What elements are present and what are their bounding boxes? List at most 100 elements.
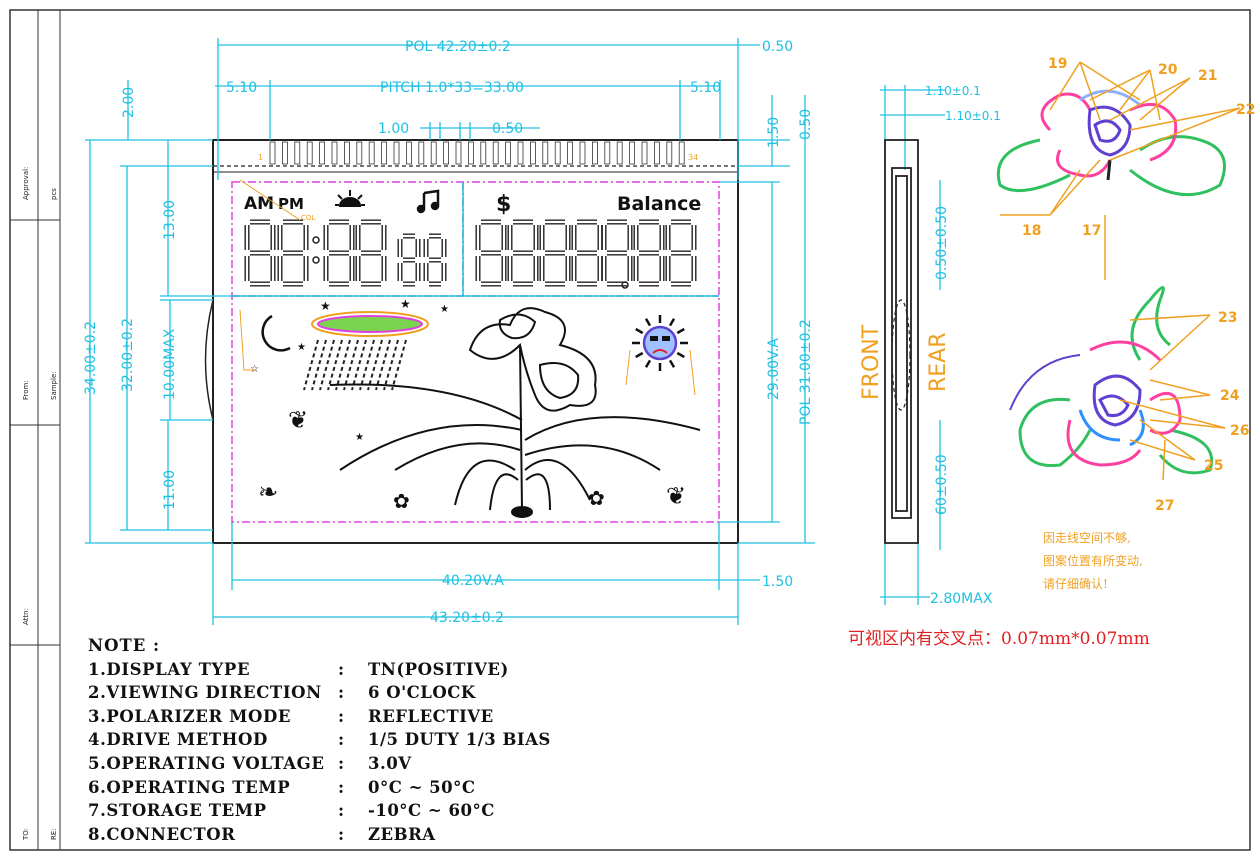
col-label: COL: [301, 214, 315, 222]
note-row: 5.OPERATING VOLTAGE:3.0V: [88, 752, 411, 776]
note-value: REFLECTIVE: [368, 706, 494, 726]
note-label: 2.VIEWING DIRECTION: [88, 683, 322, 703]
note-row: 2.VIEWING DIRECTION: 6 O'CLOCK: [88, 681, 475, 705]
lcd-segments: AM PM $ Balance COL: [244, 189, 701, 289]
dim-total-width: 43.20±0.2: [430, 610, 504, 626]
seven-segment-digits: [244, 219, 697, 287]
note-colon: :: [338, 683, 345, 703]
connector-pin: [343, 141, 350, 165]
connector-pin: [517, 141, 524, 165]
side-view-labels: FRONT REAR: [859, 324, 951, 400]
connector-pin: [604, 141, 611, 165]
connector-pin: [554, 141, 561, 165]
callout-19: 19: [1048, 56, 1067, 72]
butterfly-icons: ❦ ❧ ✿ ✿ ❦: [258, 406, 686, 513]
dim-left-pitch-offset: 5.10: [226, 80, 257, 96]
callout-22: 22: [1236, 102, 1255, 118]
dimension-labels: POL 42.20±0.2 0.50 5.10 PITCH 1.0*33=33.…: [226, 39, 1001, 626]
detail-flower-top: [997, 89, 1226, 197]
connector-pin: [319, 141, 326, 165]
connector-pin: [281, 141, 288, 165]
seven-segment-digit: [601, 219, 633, 287]
note-value: 3.0V: [368, 753, 412, 773]
note-value: ZEBRA: [368, 824, 436, 844]
flower-icon: [329, 307, 701, 518]
dim-right-bottom-offset: 1.50: [762, 574, 793, 590]
callout-27: 27: [1155, 498, 1174, 514]
dim-thickness: 2.80MAX: [930, 591, 993, 607]
callout-leaders: [1000, 61, 1241, 481]
svg-text:★: ★: [320, 299, 331, 313]
cloud-icon: [311, 311, 429, 337]
attn-label: Attn:: [22, 608, 30, 625]
note-row: 3.POLARIZER MODE: REFLECTIVE: [88, 705, 493, 729]
note-label: 4.DRIVE METHOD: [88, 730, 268, 750]
note-value: 6 O'CLOCK: [368, 683, 476, 703]
dim-pol-height: POL 31.00±0.2: [798, 319, 814, 425]
callout-numbers: 19 20 21 22 18 17 23 24 26 25 27: [1022, 56, 1255, 514]
callout-25: 25: [1204, 458, 1223, 474]
note-row: 8.CONNECTOR:ZEBRA: [88, 823, 435, 847]
seven-segment-digit: [355, 219, 387, 287]
seven-segment-digit: [423, 233, 447, 287]
seven-segment-digit: [277, 219, 309, 287]
lcd-outline: [204, 139, 739, 544]
dim-right-pitch-offset: 5.10: [690, 80, 721, 96]
dollar-icon: $: [496, 192, 511, 217]
balance-label: Balance: [617, 193, 701, 215]
connector-pin: [418, 141, 425, 165]
connector-pin: [678, 141, 685, 165]
connector-pin: [530, 141, 536, 165]
detail-flower-bottom: [1009, 286, 1213, 475]
dim-side-v2: 60±0.50: [934, 454, 950, 515]
connector-pin: [542, 141, 549, 165]
connector-pin: [616, 141, 623, 165]
dim-va-width: 40.20V.A: [442, 573, 504, 589]
rain-icon: [303, 339, 407, 391]
title-block: [10, 10, 61, 850]
dim-pin-gap: 0.50: [492, 121, 523, 137]
chinese-note-line1: 因走线空间不够,: [1043, 531, 1131, 545]
am-indicator: AM: [244, 194, 274, 214]
dim-pin-width: 1.00: [378, 121, 409, 137]
cross-point-note: 可视区内有交叉点：0.07mm*0.07mm: [848, 629, 1150, 649]
svg-text:★: ★: [440, 304, 449, 315]
connector-pin: [368, 141, 375, 165]
svg-text:✿: ✿: [393, 489, 410, 513]
svg-text:❦: ❦: [666, 482, 686, 510]
connector-pin: [666, 141, 673, 165]
connector-pin: [381, 141, 388, 165]
svg-text:★: ★: [400, 297, 411, 311]
note-label: 3.POLARIZER MODE: [88, 706, 292, 726]
note-value: -10°C ~ 60°C: [368, 801, 495, 821]
note-row: 6.OPERATING TEMP: 0°C ~ 50°C: [88, 776, 475, 800]
note-label: 6.OPERATING TEMP: [88, 777, 291, 797]
connector-pin: [430, 141, 437, 165]
notes-heading: NOTE :: [88, 636, 161, 655]
connector-pin: [443, 141, 450, 165]
connector-pin: [505, 141, 512, 165]
note-label: 5.OPERATING VOLTAGE: [88, 753, 325, 773]
note-value: 0°C ~ 50°C: [368, 777, 476, 797]
dim-right-050: 0.50: [798, 109, 814, 140]
seven-segment-digit: [397, 233, 421, 287]
connector-pin: [306, 141, 313, 165]
connector-pin: [356, 141, 363, 165]
callout-20: 20: [1158, 62, 1178, 78]
svg-text:❦: ❦: [288, 406, 308, 434]
note-colon: :: [338, 706, 345, 726]
connector-pin: [331, 141, 338, 165]
seven-segment-digit: [475, 219, 507, 287]
lcd-graphic-area: ★ ★ ★ ★ ☆ ★: [239, 179, 701, 518]
note-colon: :: [338, 659, 345, 679]
pin-last-label: 34: [688, 153, 698, 162]
connector-pin: [567, 141, 573, 165]
callout-21: 21: [1198, 68, 1217, 84]
sun-face-icon: [632, 315, 688, 371]
seven-segment-digit: [665, 219, 697, 287]
svg-text:✿: ✿: [588, 486, 605, 510]
callout-24: 24: [1220, 388, 1240, 404]
pm-indicator: PM: [278, 195, 304, 213]
dim-pol-width: POL 42.20±0.2: [405, 39, 511, 55]
note-colon: :: [338, 777, 345, 797]
